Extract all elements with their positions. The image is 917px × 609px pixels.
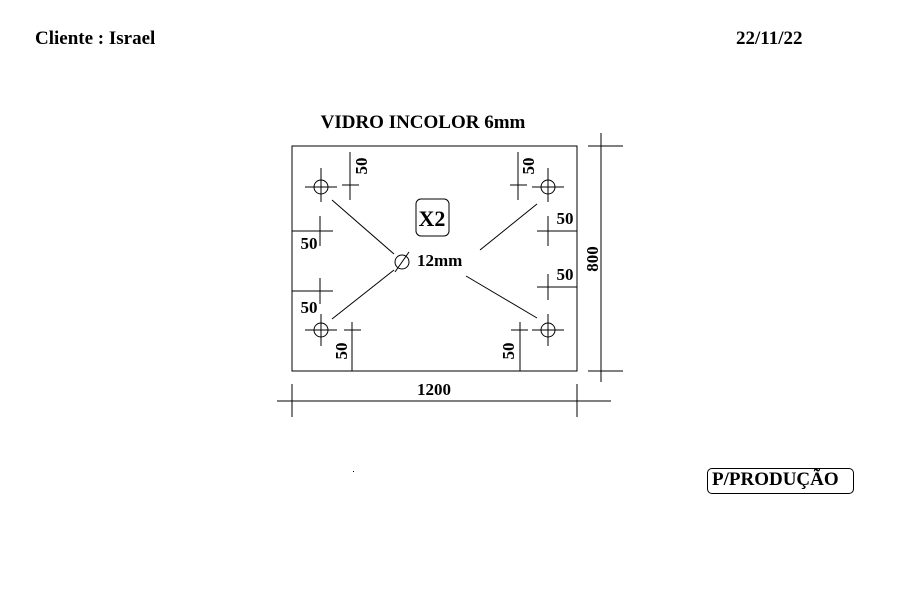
- client-label: Cliente : Israel: [35, 28, 156, 49]
- offset-label-top-right-horizontal: 50: [557, 209, 574, 228]
- offset-label-bottom-right-vertical: 50: [499, 343, 518, 360]
- offset-label-top-right-vertical: 50: [519, 158, 538, 175]
- glass-outline: [291, 145, 578, 372]
- width-dimension: [277, 384, 611, 417]
- date-label: 22/11/22: [736, 28, 803, 49]
- offset-label-bottom-left-horizontal: 50: [301, 298, 318, 317]
- hole-top-right: [510, 152, 577, 246]
- production-stamp-label: P/PRODUÇÃO: [712, 469, 839, 490]
- production-stamp-box: [707, 468, 854, 494]
- offset-label-bottom-right-horizontal: 50: [557, 265, 574, 284]
- offset-label-top-left-vertical: 50: [352, 158, 371, 175]
- height-dimension: [588, 133, 623, 382]
- diameter-symbol-icon: [394, 251, 410, 273]
- offset-label-bottom-left-vertical: 50: [332, 343, 351, 360]
- quantity-box: [415, 198, 450, 237]
- glass-title: VIDRO INCOLOR 6mm: [321, 112, 526, 133]
- height-label: 800: [583, 246, 602, 272]
- hole-top-left: [292, 152, 359, 246]
- hole-bottom-right: [511, 274, 577, 371]
- stray-dot: [353, 471, 354, 472]
- offset-label-top-left-horizontal: 50: [301, 234, 318, 253]
- hole-diameter-label: 12mm: [417, 251, 462, 270]
- hole-bottom-left: [292, 278, 361, 371]
- hole-leader-lines: [331, 199, 538, 320]
- width-label: 1200: [417, 380, 451, 399]
- quantity-label: X2: [419, 206, 446, 231]
